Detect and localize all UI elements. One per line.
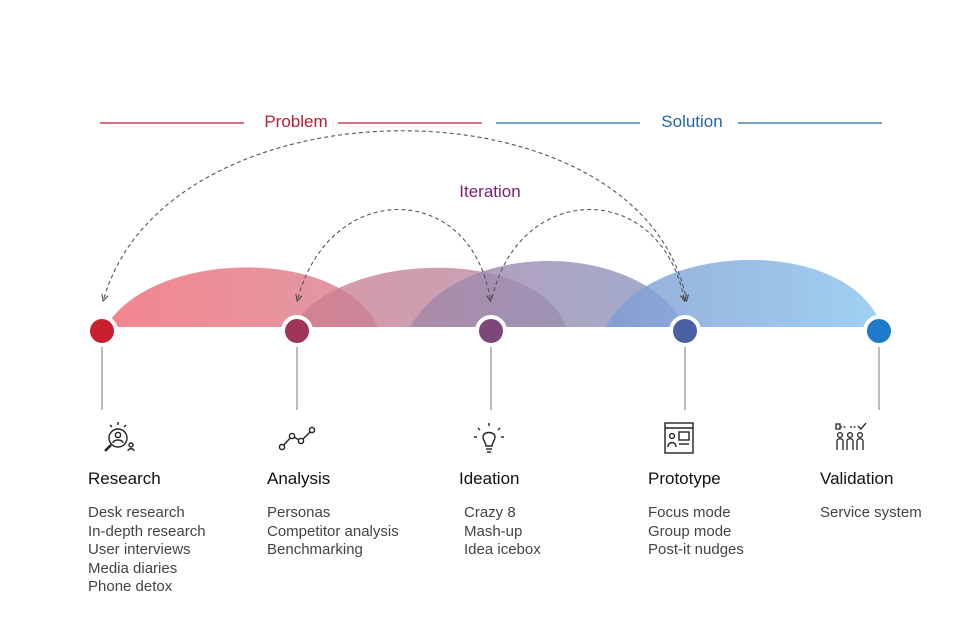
stage-title: Validation xyxy=(820,469,894,488)
list-item: Mash-up xyxy=(464,522,523,540)
stage-ideation: Ideation Crazy 8 Mash-up Idea icebox xyxy=(459,420,629,560)
problem-label: Problem xyxy=(264,112,328,131)
stage-connectors xyxy=(101,346,880,410)
stage-title: Analysis xyxy=(267,469,331,488)
arc-analysis-ideation xyxy=(298,208,490,299)
node-ideation xyxy=(475,315,507,347)
stage-title: Ideation xyxy=(459,469,520,488)
list-item: Competitor analysis xyxy=(267,522,399,540)
list-item: Idea icebox xyxy=(464,541,541,559)
research-magnifier-icon xyxy=(104,422,135,452)
stage-title: Prototype xyxy=(648,469,721,488)
list-item: Media diaries xyxy=(88,559,178,577)
lightbulb-icon xyxy=(474,423,504,453)
list-item: Phone detox xyxy=(88,578,173,596)
node-analysis xyxy=(281,315,313,347)
arc-ideation-prototype xyxy=(491,208,684,299)
iteration-arcs xyxy=(104,130,686,299)
solution-label: Solution xyxy=(661,112,723,131)
stage-prototype: Prototype Focus mode Group mode Post-it … xyxy=(648,420,818,560)
list-item: In-depth research xyxy=(88,522,206,540)
list-item: Post-it nudges xyxy=(648,541,744,559)
list-item: Benchmarking xyxy=(267,541,363,559)
stage-title: Research xyxy=(88,469,161,488)
node-validation xyxy=(863,315,895,347)
prototype-board-icon xyxy=(664,422,694,454)
stage-nodes xyxy=(86,315,895,347)
list-item: Group mode xyxy=(648,522,732,540)
list-item: Focus mode xyxy=(648,504,731,521)
analysis-graph-icon xyxy=(278,426,316,451)
stage-analysis: Analysis Personas Competitor analysis Be… xyxy=(267,420,437,560)
list-item: Crazy 8 xyxy=(464,504,516,521)
stage-validation: Validation Service system xyxy=(820,420,974,523)
node-research xyxy=(86,315,118,347)
list-item: Service system xyxy=(820,504,922,521)
list-item: Personas xyxy=(267,504,331,521)
validation-people-icon xyxy=(835,422,867,450)
iteration-label: Iteration xyxy=(459,182,521,201)
node-prototype xyxy=(669,315,701,347)
dome-prototype-validation xyxy=(606,259,882,327)
arc-research-prototype xyxy=(104,130,686,298)
stage-research: Research Desk research In-depth research… xyxy=(88,420,258,597)
list-item: User interviews xyxy=(88,541,191,559)
list-item: Desk research xyxy=(88,504,185,521)
